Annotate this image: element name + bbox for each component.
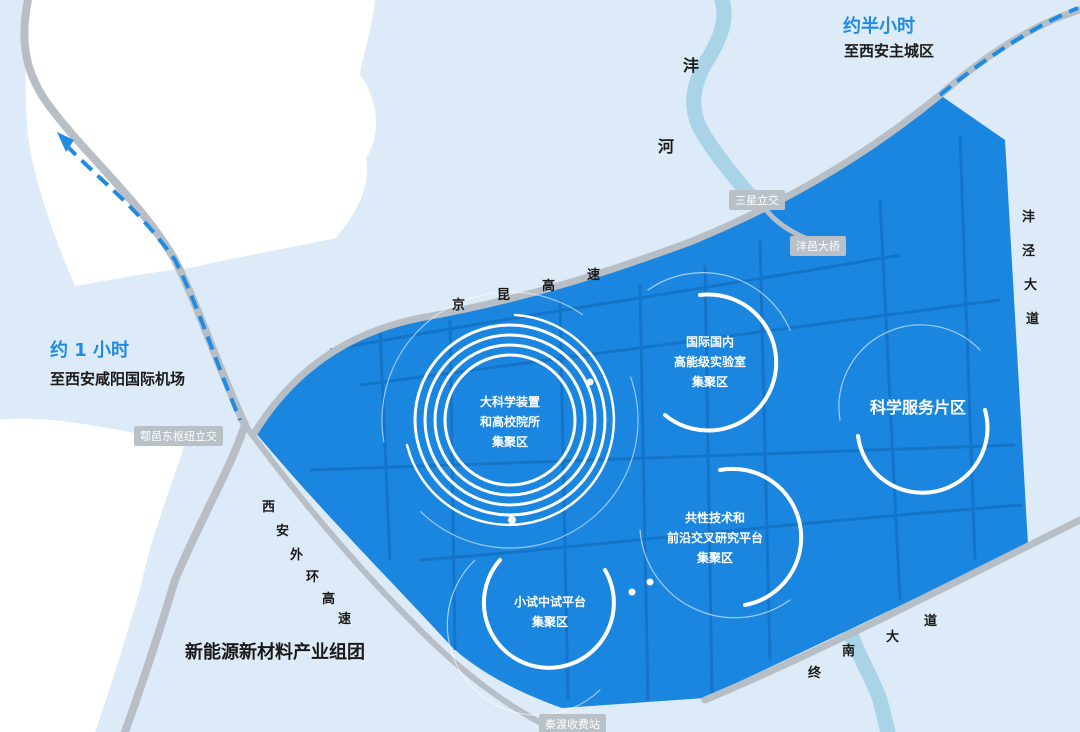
big-science-ring-2	[433, 343, 587, 497]
zhongnan-label-char: 道	[924, 614, 938, 629]
intl-lab-arc	[663, 292, 779, 433]
zhongnan-label-char: 大	[886, 630, 900, 645]
jingkun-label-char: 高	[542, 279, 556, 294]
big-science-zone-label: 大科学装置 和高校院所 集聚区	[479, 395, 540, 449]
pilot-arc	[481, 558, 616, 670]
jingkun-label-char: 京	[452, 298, 466, 313]
zone-rings	[381, 272, 990, 716]
xian-ring-label-char: 安	[276, 524, 290, 539]
intl-lab-zone-label: 国际国内 高能级实验室 集聚区	[673, 335, 746, 389]
main-city-label: 至西安主城区	[844, 42, 935, 60]
xian-ring-label-char: 外	[290, 548, 304, 563]
fengjing-label-char: 大	[1024, 278, 1038, 293]
fengjing-label-char: 道	[1026, 312, 1040, 327]
science-service-arc	[856, 408, 990, 495]
river-name-char: 河	[658, 137, 675, 156]
fengjing-label-char: 沣	[1022, 210, 1036, 225]
science-service-zone-label: 科学服务片区	[869, 398, 966, 417]
jingkun-label-char: 昆	[497, 288, 511, 303]
fengyi-bridge-tag: 沣邑大桥	[790, 236, 846, 256]
land-patch-west	[0, 418, 185, 732]
new-energy-cluster-label: 新能源新材料产业组团	[185, 642, 365, 663]
zhongnan-label-char: 终	[808, 666, 822, 681]
main-city-route	[938, 6, 1079, 97]
common-tech-zone-label: 共性技术和 前沿交叉研究平台 集聚区	[666, 511, 763, 565]
xian-ring-label-char: 速	[338, 612, 352, 627]
big-science-arc-outer	[405, 313, 616, 527]
river-name-char: 沣	[683, 56, 700, 75]
land-patch-north	[25, 0, 377, 286]
zhongnan-avenue	[701, 516, 1080, 704]
travel-routes	[64, 6, 1079, 421]
common-tech-arc	[718, 466, 804, 607]
big-science-ring-3	[423, 333, 597, 507]
big-science-dot	[508, 516, 516, 524]
jingkun-label-char: 速	[587, 268, 601, 283]
huyi-interchange-tag: 鄠邑东枢纽立交	[134, 426, 223, 446]
big-science-ring-4	[413, 323, 607, 517]
zhongnan-label-char: 南	[842, 644, 856, 659]
district-road-grid	[309, 134, 1023, 701]
xian-ring-label-char: 高	[322, 592, 336, 607]
pilot-zone-label: 小试中试平台 集聚区	[513, 595, 586, 629]
big-science-ring-1	[443, 353, 577, 487]
sanxing-interchange-tag: 三星立交	[729, 190, 785, 210]
airport-route-arrow	[57, 132, 74, 152]
airport-time: 约 1 小时	[50, 340, 130, 361]
qindu-toll-tag: 秦渡收费站	[539, 714, 606, 732]
xian-ring-label-char: 西	[262, 500, 276, 515]
airport-route	[64, 143, 242, 421]
xian-ring-expressway	[242, 422, 563, 732]
fengjing-label-char: 泾	[1022, 244, 1036, 259]
main-city-time: 约半小时	[843, 16, 915, 37]
airport-label: 至西安咸阳国际机场	[50, 370, 186, 388]
xian-ring-label-char: 环	[306, 570, 320, 585]
